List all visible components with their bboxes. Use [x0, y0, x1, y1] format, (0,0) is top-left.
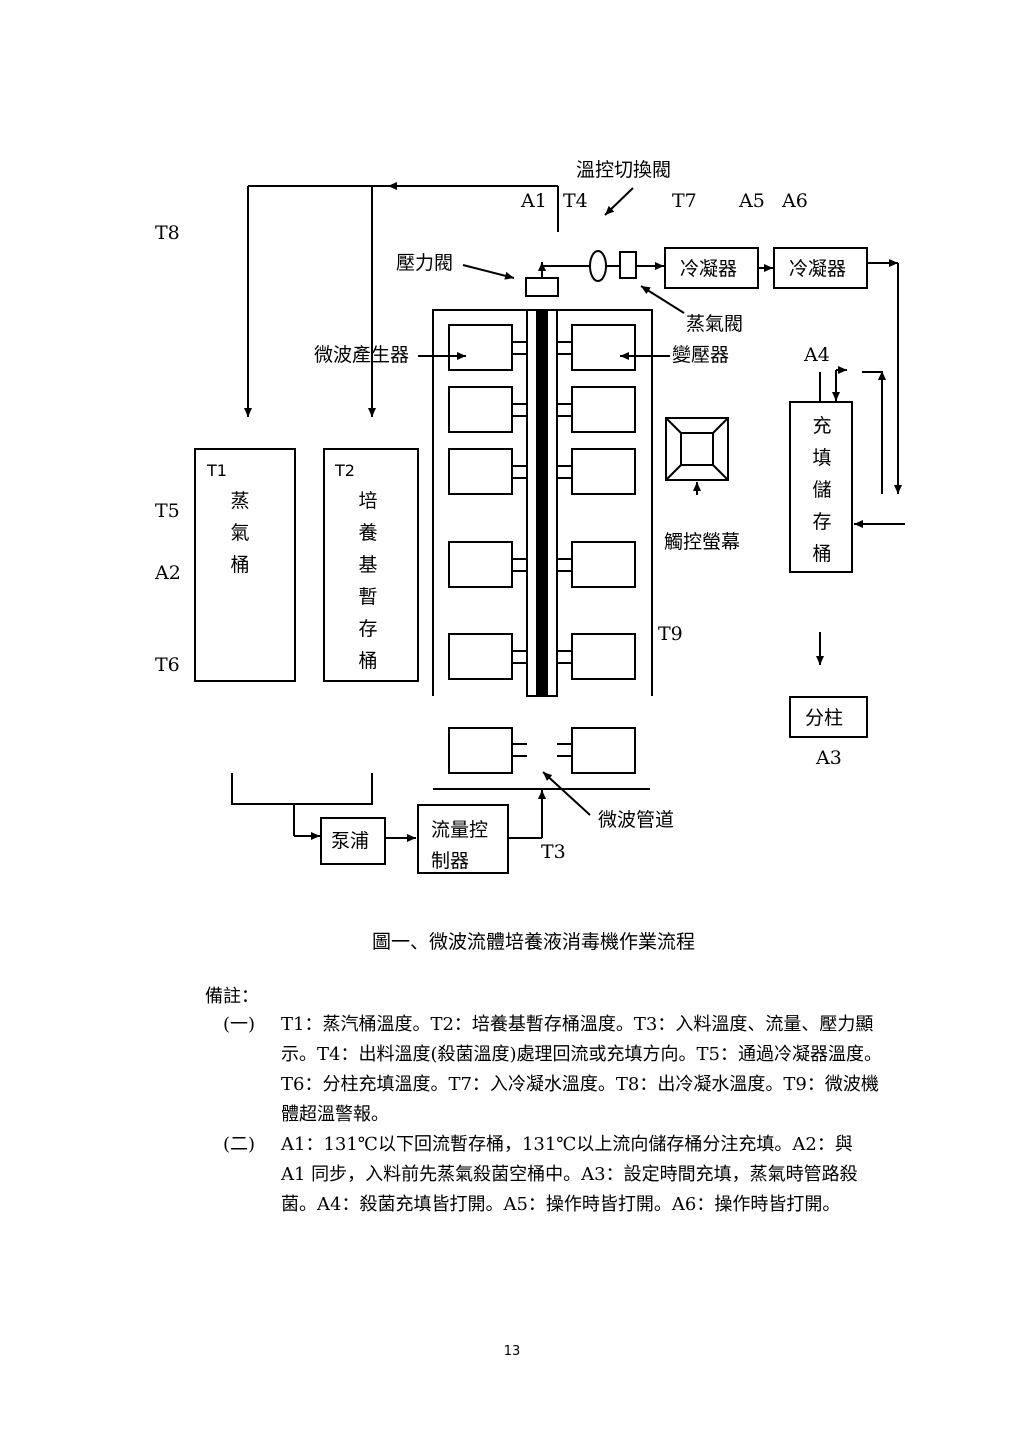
- steam-valve-shape: [619, 251, 637, 279]
- pressure-valve-box: [525, 277, 559, 297]
- marker-T6: T6: [155, 654, 180, 676]
- switch-valve-shape: [589, 250, 607, 282]
- note-text: A1：131℃以下回流暫存桶，131℃以上流向儲存桶分注充填。A2：與 A1 同…: [281, 1134, 858, 1215]
- lower-module-left: [448, 727, 513, 774]
- microwave-generator-label: 微波產生器: [314, 344, 410, 366]
- flow-diagram: [194, 182, 905, 874]
- steam-valve-label: 蒸氣閥: [686, 313, 744, 335]
- pump-box: [320, 817, 386, 865]
- condenser-2-label: 冷凝器: [789, 258, 847, 280]
- note-item: (二) A1：131℃以下回流暫存桶，131℃以上流向儲存桶分注充填。A2：與 …: [223, 1130, 883, 1220]
- temp-switch-valve-label: 溫控切換閥: [576, 159, 672, 181]
- marker-T5: T5: [155, 500, 180, 522]
- medium-tank-label: 培 養 基 暫 存 桶: [358, 490, 378, 672]
- transformer-label: 變壓器: [672, 344, 730, 366]
- marker-T8: T8: [155, 222, 180, 244]
- marker-T9: T9: [658, 623, 683, 645]
- marker-T4: T4: [563, 190, 588, 212]
- microwave-pipe-label: 微波管道: [598, 809, 675, 831]
- marker-T3: T3: [541, 841, 566, 863]
- marker-T2: T2: [335, 461, 355, 480]
- marker-T1: T1: [207, 461, 227, 480]
- note-item: (一) T1：蒸汽桶溫度。T2：培養基暫存桶溫度。T3：入料溫度、流量、壓力顯示…: [223, 1010, 883, 1130]
- page-number: 13: [503, 1344, 521, 1359]
- steam-tank-label: 蒸 氣 桶: [230, 490, 250, 576]
- note-index: (二): [223, 1134, 256, 1155]
- condenser-1-label: 冷凝器: [680, 258, 738, 280]
- marker-A3: A3: [816, 747, 842, 769]
- fill-tank-label: 充 填 儲 存 桶: [812, 415, 832, 565]
- touch-screen-outer: [665, 417, 729, 481]
- marker-A4: A4: [804, 344, 830, 366]
- column-box: [789, 696, 868, 738]
- steam-tank-box: [194, 448, 296, 682]
- note-text: T1：蒸汽桶溫度。T2：培養基暫存桶溫度。T3：入料溫度、流量、壓力顯示。T4：…: [281, 1014, 882, 1125]
- central-tube-inner: [536, 309, 548, 697]
- pressure-valve-label: 壓力閥: [396, 252, 454, 274]
- marker-T7: T7: [672, 190, 697, 212]
- flow-controller-label: 流量控 制器: [431, 819, 489, 872]
- medium-tank-box: [323, 448, 419, 682]
- touch-screen-label: 觸控螢幕: [664, 531, 741, 553]
- notes-title: 備註：: [205, 986, 259, 1007]
- pump-label: 泵浦: [331, 830, 370, 852]
- marker-A6: A6: [782, 190, 808, 212]
- condenser-2-box: [773, 247, 868, 289]
- left-modules: [448, 324, 513, 680]
- module-connectors: [512, 341, 572, 664]
- figure-caption: 圖一、微波流體培養液消毒機作業流程: [372, 931, 696, 953]
- column-label: 分柱: [805, 707, 844, 729]
- touch-screen-inner: [680, 432, 714, 466]
- marker-A1: A1: [521, 190, 547, 212]
- note-index: (一): [223, 1014, 256, 1035]
- lower-module-right: [571, 727, 636, 774]
- marker-A5: A5: [739, 190, 765, 212]
- marker-A2: A2: [155, 562, 181, 584]
- right-modules: [571, 324, 636, 680]
